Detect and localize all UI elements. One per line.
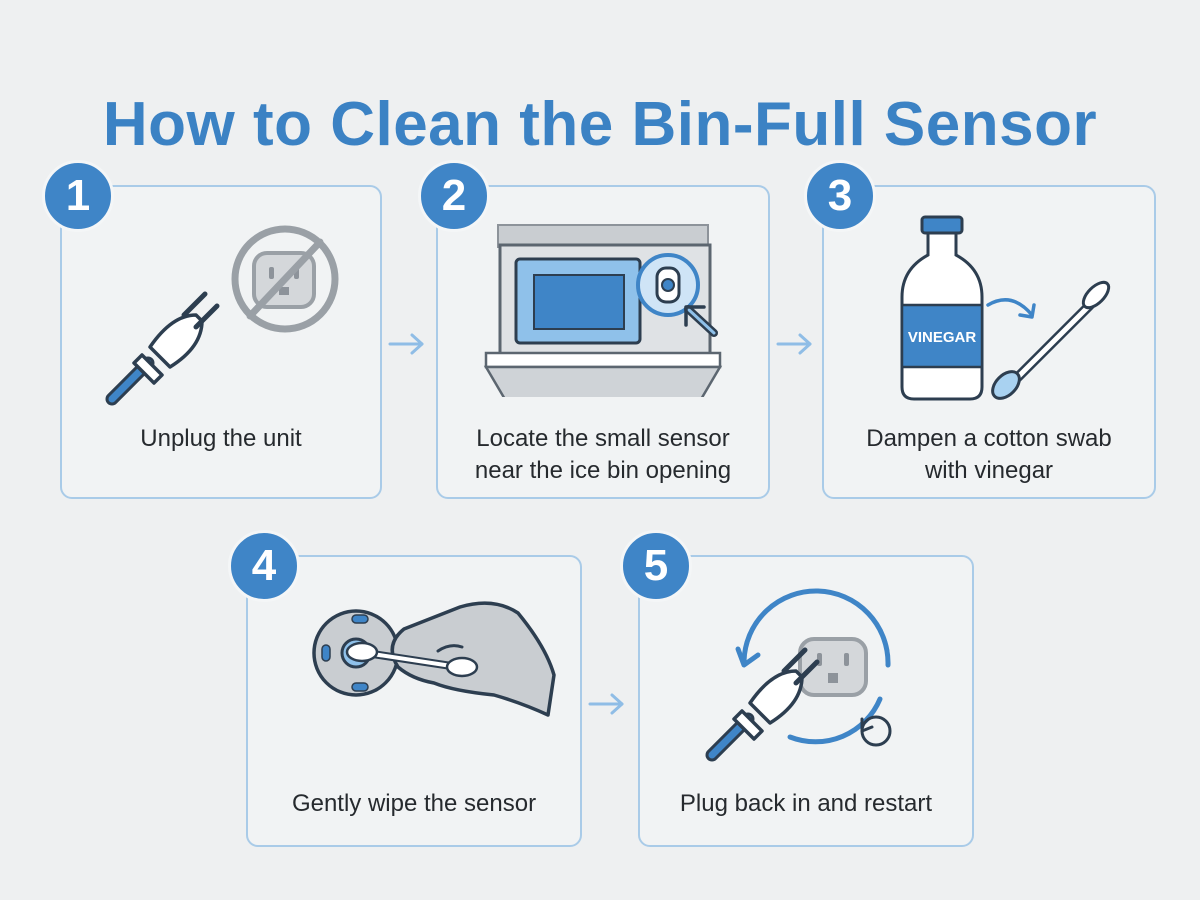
replug-illustration — [705, 588, 892, 762]
restart-arrows-icon — [735, 588, 892, 747]
step-3-card: VINEGAR Dampen a cotton swab with vinega… — [822, 185, 1156, 499]
step-3-badge: 3 — [804, 160, 876, 232]
step-1-caption: Unplug the unit — [140, 425, 302, 452]
step-5-card: Plug back in and restart — [638, 555, 974, 847]
outlet-crossed-icon — [231, 225, 339, 333]
step-5-caption: Plug back in and restart — [679, 790, 933, 817]
bottle-label: VINEGAR — [908, 329, 977, 346]
plug-icon — [705, 647, 820, 762]
step-2-card: Locate the small sensor near the ice bin… — [436, 185, 770, 499]
outlet-icon — [798, 637, 868, 697]
unplug-illustration — [105, 225, 339, 406]
step-4-caption: Gently wipe the sensor — [291, 790, 537, 817]
wipe-sensor-illustration — [312, 601, 556, 717]
step-4-badge: 4 — [228, 530, 300, 602]
vinegar-swab-illustration: VINEGAR — [900, 215, 1111, 401]
plug-icon — [105, 291, 220, 406]
cotton-swab-icon — [991, 280, 1111, 400]
ice-bin-illustration — [483, 224, 723, 397]
step-4-card: Gently wipe the sensor — [246, 555, 582, 847]
cotton-swab-icon — [345, 641, 479, 678]
page-title: How to Clean the Bin-Full Sensor — [102, 89, 1098, 159]
step-5-badge: 5 — [620, 530, 692, 602]
arrow-right-icon — [588, 693, 624, 715]
step-2-badge: 2 — [418, 160, 490, 232]
arrow-right-icon — [776, 333, 812, 355]
step-1-badge: 1 — [42, 160, 114, 232]
step-3-caption: Dampen a cotton swab with vinegar — [866, 425, 1112, 484]
step-2-caption: Locate the small sensor near the ice bin… — [474, 425, 732, 484]
step-1-card: Unplug the unit — [60, 185, 382, 499]
vinegar-bottle-icon: VINEGAR — [900, 215, 984, 401]
sensor-highlight-icon — [636, 253, 718, 337]
arrow-right-icon — [388, 333, 424, 355]
